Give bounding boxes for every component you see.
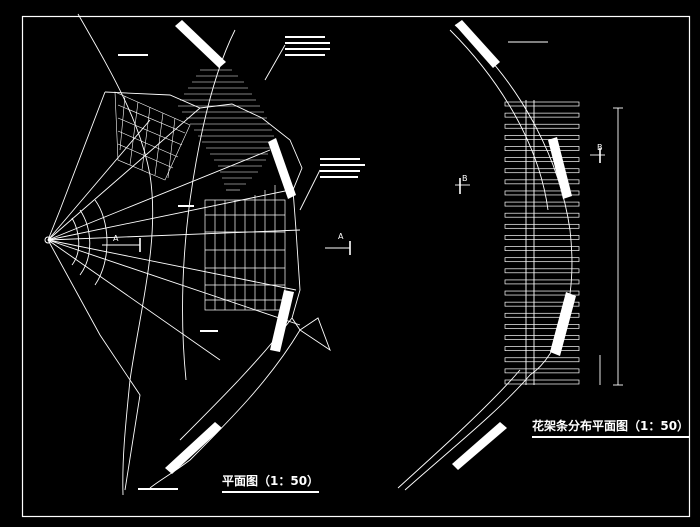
rafter — [504, 379, 580, 385]
right-beams — [452, 20, 576, 470]
section-marker-b-left: B — [462, 174, 468, 183]
rafter — [504, 346, 580, 351]
rafter — [504, 190, 580, 196]
section-marker-a-right: A — [338, 232, 344, 241]
rafter — [504, 279, 580, 285]
outer-curve — [77, 13, 154, 496]
rafter — [504, 335, 580, 340]
rafter — [504, 212, 580, 218]
hatched-deck — [178, 69, 274, 191]
drawing-border — [21, 15, 691, 518]
rafter — [504, 101, 580, 107]
rafter — [504, 223, 580, 229]
left-beams — [165, 20, 296, 474]
section-marker-b-right: B — [597, 143, 603, 152]
paving-grid — [114, 91, 191, 181]
section-marker-a-left: A — [113, 234, 119, 243]
rafter — [504, 123, 580, 129]
rafter — [504, 135, 580, 140]
left-plan-outline-2 — [47, 91, 141, 491]
rafter — [504, 324, 580, 329]
rafter — [504, 157, 580, 162]
rafter — [504, 368, 580, 374]
rafter — [504, 235, 580, 240]
rafter — [504, 201, 580, 207]
rafter — [504, 246, 580, 251]
right-plan — [397, 24, 623, 491]
arc-path — [149, 329, 301, 489]
inner-curve — [182, 29, 236, 381]
rafter — [504, 112, 580, 118]
right-arc-lower — [404, 374, 531, 491]
rafter — [504, 357, 580, 363]
right-plan-title: 花架条分布平面图（1：50） — [532, 417, 690, 438]
rafter — [504, 268, 580, 274]
rafter — [504, 290, 580, 296]
radial-lines — [47, 107, 301, 361]
annotation-notes — [118, 36, 365, 490]
rafter-group — [504, 101, 580, 385]
pergola-grid — [204, 185, 286, 311]
rafter — [504, 146, 580, 151]
rafter — [504, 168, 580, 174]
rafter — [504, 312, 580, 318]
left-plan-title: 平面图（1：50） — [222, 472, 320, 493]
rafter — [504, 257, 580, 263]
left-plan — [47, 13, 351, 496]
rafter — [504, 179, 580, 185]
rafter — [504, 301, 580, 307]
right-arc — [454, 24, 573, 376]
origin-marker — [44, 236, 52, 244]
